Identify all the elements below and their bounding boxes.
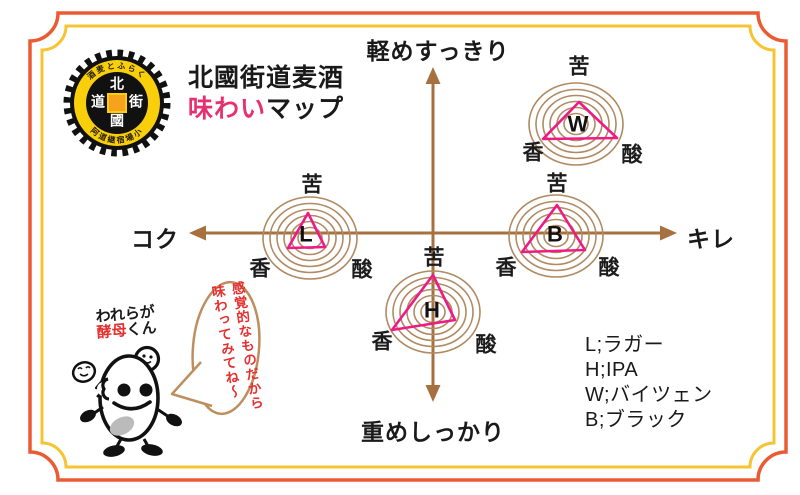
label-acid-black: 酸 bbox=[599, 256, 621, 280]
legend-item-weizen: W;バイツェン bbox=[585, 384, 713, 406]
page-title: 北國街道麦酒 味わいマップ bbox=[188, 63, 344, 125]
legend: L;ラガー H;IPA W;バイツェン B;ブラック bbox=[585, 333, 713, 433]
legend-item-lager: L;ラガー bbox=[585, 334, 665, 356]
arrow-left-icon bbox=[189, 225, 206, 241]
mascot-floating-bud bbox=[71, 361, 97, 383]
label-bitter-black: 苦 bbox=[547, 173, 568, 196]
axes bbox=[189, 67, 677, 402]
legend-item-ipa: H;IPA bbox=[585, 359, 639, 381]
label-aroma-weizen: 香 bbox=[523, 142, 545, 165]
axis-label-bottom: 重めしっかり bbox=[361, 419, 505, 445]
seal-coin-top: 北 bbox=[110, 77, 124, 93]
mascot-right-foot bbox=[141, 444, 163, 456]
mascot-right-hand bbox=[166, 413, 182, 427]
triangle-weizen bbox=[541, 100, 619, 141]
mascot-smile bbox=[112, 400, 152, 411]
seal-coin-bottom: 國 bbox=[110, 114, 124, 130]
yeast-mascot bbox=[71, 345, 182, 457]
arrow-up-icon bbox=[425, 67, 441, 84]
frame-outer-line bbox=[28, 11, 788, 482]
axis-label-top: 軽めすっきり bbox=[366, 38, 510, 64]
frame-inner-line bbox=[40, 24, 776, 469]
mascot-caption-accent: 酵母 bbox=[96, 322, 128, 342]
brand-name: 北國街道麦酒 bbox=[188, 64, 345, 92]
beer-letter-weizen: W bbox=[568, 112, 589, 137]
label-acid-ipa: 酸 bbox=[476, 333, 498, 357]
beer-letter-lager: L bbox=[299, 222, 312, 247]
label-bitter-weizen: 苦 bbox=[569, 56, 590, 79]
label-aroma-lager: 香 bbox=[250, 258, 272, 281]
seal-coin-left: 道 bbox=[91, 94, 105, 111]
mascot-right-eye bbox=[139, 383, 153, 397]
beer-letter-black: B bbox=[547, 222, 563, 247]
triangle-lager bbox=[286, 211, 327, 250]
legend-item-black: B;ブラック bbox=[585, 409, 687, 431]
mascot-body bbox=[98, 354, 160, 442]
mascot-left-hand bbox=[80, 409, 96, 423]
speech-bubble bbox=[170, 280, 261, 416]
label-acid-lager: 酸 bbox=[352, 258, 374, 282]
axis-label-left: コク bbox=[131, 226, 179, 252]
mascot-caption-suffix: くん bbox=[125, 319, 158, 339]
label-bitter-lager: 苦 bbox=[302, 174, 323, 197]
mascot-notch bbox=[101, 377, 110, 401]
mascot-cheek-patch bbox=[109, 416, 135, 436]
speech-bubble-tail bbox=[170, 361, 213, 408]
map-title: 味わいマップ bbox=[188, 94, 344, 125]
decorative-frame bbox=[28, 11, 788, 482]
label-aroma-ipa: 香 bbox=[372, 331, 394, 354]
label-acid-weizen: 酸 bbox=[622, 143, 644, 167]
brand-seal-icon: 酒麦とふらく 阿道継宿場小 北 街 國 道 bbox=[63, 49, 171, 157]
map-title-rest: マップ bbox=[266, 95, 345, 123]
seal-coin-right: 街 bbox=[128, 94, 143, 111]
map-title-accent: 味わい bbox=[188, 95, 267, 123]
triangle-black bbox=[520, 203, 587, 254]
mascot-left-eye bbox=[117, 383, 131, 397]
axis-label-right: キレ bbox=[687, 226, 735, 252]
label-aroma-black: 香 bbox=[496, 257, 518, 280]
label-bitter-ipa: 苦 bbox=[424, 247, 445, 270]
arrow-right-icon bbox=[660, 225, 677, 241]
mascot-left-foot bbox=[103, 445, 125, 457]
beer-letter-ipa: H bbox=[424, 298, 440, 323]
triangle-ipa bbox=[390, 273, 457, 332]
arrow-down-icon bbox=[425, 385, 441, 402]
